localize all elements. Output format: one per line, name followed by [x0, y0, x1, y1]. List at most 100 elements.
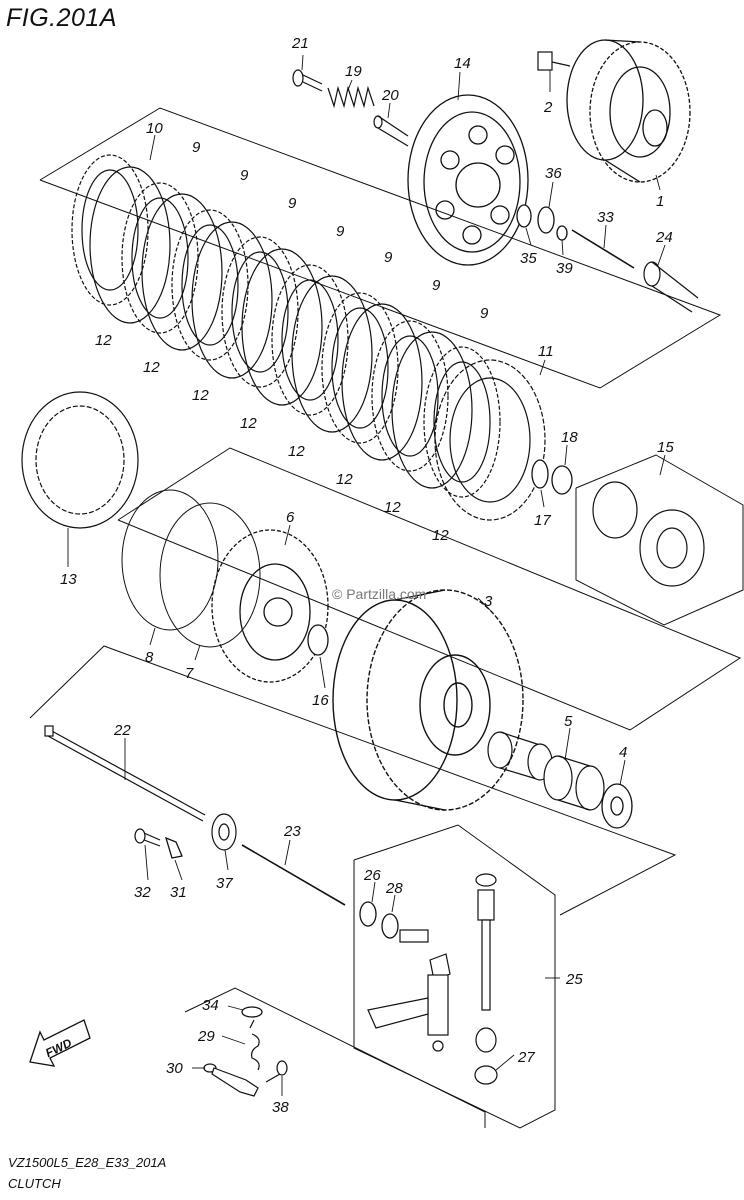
- spring-29: [249, 1019, 260, 1071]
- plate-12-b: [141, 193, 223, 351]
- callout-16: 16: [312, 692, 329, 709]
- watermark: © Partzilla.com: [332, 586, 427, 602]
- callout-12-h: 12: [432, 527, 449, 544]
- plate-12-e: [291, 275, 373, 433]
- callout-22: 22: [113, 722, 131, 739]
- plates-group-frame: [39, 107, 722, 389]
- callout-9-c: 9: [288, 195, 297, 212]
- callout-labels: 21 19 20 14 2 1 36 33 24 35 39 10 9 9 9 …: [60, 35, 674, 1116]
- callout-12-c: 12: [192, 387, 209, 404]
- callout-12-g: 12: [384, 499, 401, 516]
- release-shaft-27: [474, 873, 498, 1085]
- callout-23: 23: [283, 823, 301, 840]
- plate-9-a: [121, 182, 199, 334]
- plate-9-b: [171, 209, 249, 361]
- callout-26: 26: [363, 867, 381, 884]
- callout-36: 36: [545, 165, 562, 182]
- damper-15: [592, 481, 705, 587]
- plate-9-f: [371, 320, 449, 472]
- bearing-36: [537, 206, 555, 234]
- pushrod-22: [44, 725, 206, 822]
- callout-37: 37: [216, 875, 233, 892]
- callout-9-e: 9: [384, 249, 393, 266]
- callout-6: 6: [286, 509, 295, 526]
- callout-11: 11: [538, 343, 554, 360]
- release-group-frame: [353, 824, 556, 1129]
- callout-19: 19: [345, 63, 362, 80]
- section-name: CLUTCH: [8, 1176, 61, 1191]
- callout-18: 18: [561, 429, 578, 446]
- basket-group-frame: [117, 447, 742, 731]
- callout-5: 5: [564, 713, 573, 730]
- primary-gear-1: [566, 39, 691, 183]
- callout-31: 31: [170, 884, 187, 901]
- ring-7: [159, 502, 261, 648]
- callout-27: 27: [517, 1049, 535, 1066]
- callout-33: 33: [597, 209, 614, 226]
- nut-39: [556, 225, 568, 241]
- callout-28: 28: [385, 880, 403, 897]
- bolt-2: [537, 51, 571, 71]
- plate-12-c: [191, 221, 273, 379]
- ring-8: [121, 489, 219, 631]
- bolt-32: [134, 828, 161, 847]
- bolt-21: [292, 69, 323, 92]
- callout-39: 39: [556, 260, 573, 277]
- pin-20: [373, 115, 409, 147]
- plate-9-g: [423, 346, 501, 498]
- figure-title: FIG.201A: [6, 4, 117, 32]
- callout-30: 30: [166, 1060, 183, 1077]
- plate-31: [164, 836, 183, 859]
- plate-12-a: [89, 166, 171, 324]
- callout-21: 21: [291, 35, 309, 52]
- washer-34: [241, 1006, 263, 1018]
- needle-bearing-5: [543, 755, 605, 811]
- plate-12-d: [241, 248, 323, 406]
- clutch-housing-3: [332, 589, 524, 811]
- callout-9-g: 9: [480, 305, 489, 322]
- plate-9-c: [221, 236, 299, 388]
- plate-11: [434, 359, 546, 521]
- callout-38: 38: [272, 1099, 289, 1116]
- callout-29: 29: [197, 1028, 215, 1045]
- washer-35: [516, 204, 532, 228]
- clutch-hub-6: [211, 529, 329, 683]
- callout-12-b: 12: [143, 359, 160, 376]
- callout-7: 7: [185, 665, 194, 682]
- plate-9-d: [271, 264, 349, 416]
- model-code: VZ1500L5_E28_E33_201A: [8, 1155, 167, 1170]
- callout-34: 34: [202, 997, 219, 1014]
- pushrod-piece-24: [643, 261, 699, 313]
- callout-2: 2: [543, 99, 553, 116]
- callout-9-d: 9: [336, 223, 345, 240]
- leader-lines: [67, 54, 666, 1096]
- bearing-37: [211, 813, 237, 851]
- plate-stack: [71, 154, 546, 521]
- plate-12-g: [391, 331, 473, 489]
- bushing: [487, 731, 553, 781]
- rod-23: [241, 844, 346, 906]
- washer-16: [307, 624, 329, 656]
- fwd-arrow: [29, 1019, 91, 1067]
- callout-25: 25: [565, 971, 583, 988]
- callout-9-f: 9: [432, 277, 441, 294]
- callout-9-a: 9: [192, 139, 201, 156]
- bolt-38: [265, 1060, 288, 1083]
- arm-30: [203, 1063, 259, 1097]
- callout-12-e: 12: [288, 443, 305, 460]
- seal-26: [359, 901, 377, 927]
- pressure-plate-14: [407, 94, 529, 266]
- washer-17: [531, 459, 549, 489]
- plate-13: [21, 391, 139, 529]
- callout-32: 32: [134, 884, 151, 901]
- callout-20: 20: [381, 87, 399, 104]
- callout-35: 35: [520, 250, 537, 267]
- rod-33: [571, 229, 635, 269]
- callout-13: 13: [60, 571, 77, 588]
- bearing-28: [381, 913, 399, 939]
- plate-9-e: [321, 292, 399, 444]
- callout-12-a: 12: [95, 332, 112, 349]
- callout-4: 4: [619, 744, 627, 761]
